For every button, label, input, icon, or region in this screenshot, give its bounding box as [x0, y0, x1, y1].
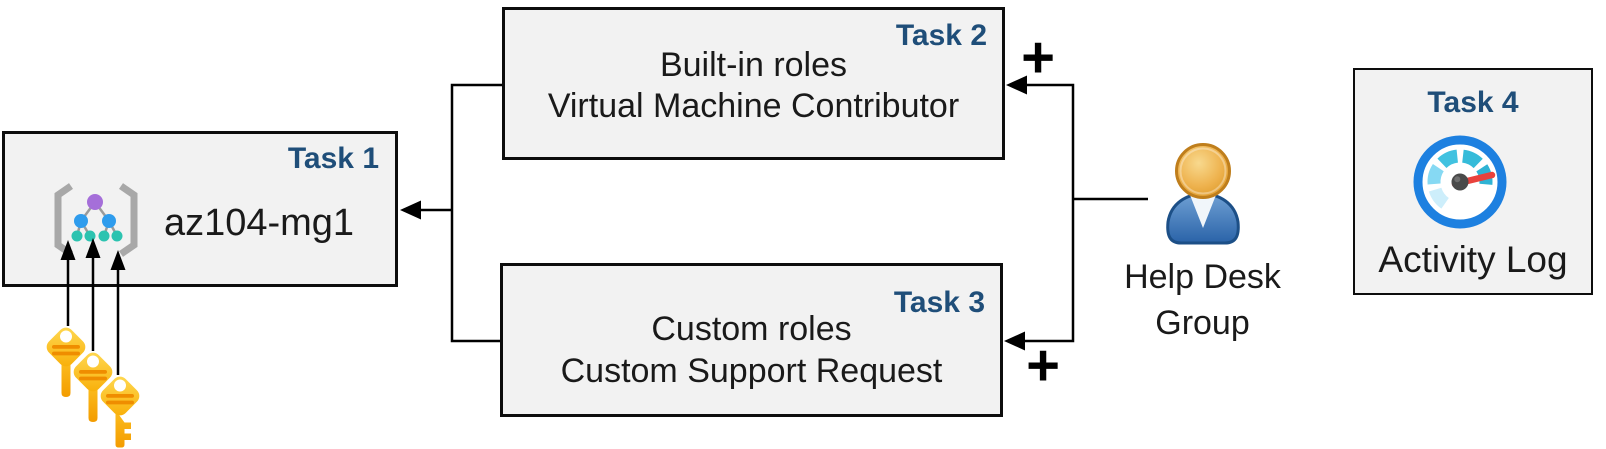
gauge-hub-highlight [1454, 176, 1461, 183]
plus-sign-task2: + [1021, 25, 1055, 90]
tree-root-node [87, 194, 103, 210]
task3-badge: Task 3 [893, 286, 985, 319]
tree-mid-node [74, 214, 88, 228]
person-head [1175, 143, 1231, 199]
key-icon [73, 352, 113, 422]
task1-badge: Task 1 [287, 142, 379, 175]
bracket-left [54, 183, 73, 257]
actor-label-line1: Help Desk [1124, 258, 1281, 296]
actor-label-line2: Group [1155, 304, 1250, 342]
key-icon [46, 327, 86, 397]
tree-leaf-node [111, 230, 123, 242]
connector-left-bracket [450, 83, 502, 343]
key-icon [100, 376, 140, 448]
task2-box: Task 2 Built-in roles Virtual Machine Co… [502, 7, 1005, 160]
tree-leaf-node [84, 230, 96, 242]
task2-line2: Virtual Machine Contributor [547, 87, 960, 125]
three-keys-icon [46, 327, 140, 448]
tree-mid-node [102, 214, 116, 228]
task1-title: az104-mg1 [163, 202, 355, 244]
person-head-rim [1179, 147, 1227, 195]
task2-badge: Task 2 [895, 19, 987, 52]
connector-right-bracket [1024, 83, 1075, 343]
task4-badge: Task 4 [1427, 86, 1519, 119]
gauge-hub [1451, 173, 1469, 191]
task4-box: Task 4 Activity Log [1353, 68, 1593, 295]
tree-leaf-node [71, 230, 83, 242]
bracket-right [119, 183, 138, 257]
task2-line1: Built-in roles [659, 46, 848, 84]
actor-label: Help Desk Group [1110, 254, 1295, 346]
task4-title: Activity Log [1378, 239, 1568, 280]
task3-line2: Custom Support Request [560, 352, 943, 390]
task3-box: Task 3 Custom roles Custom Support Reque… [500, 263, 1003, 417]
tree-leaf-node [98, 230, 110, 242]
dashboard-gauge-icon [1413, 135, 1507, 229]
task3-line1: Custom roles [651, 310, 852, 348]
arrowhead-to-task1 [400, 200, 421, 220]
task1-box: Task 1 az104-mg1 [2, 131, 398, 287]
person-shirt [1190, 195, 1216, 228]
person-icon [1166, 143, 1240, 245]
plus-sign-task3: + [1026, 333, 1060, 398]
management-group-icon [54, 183, 138, 257]
